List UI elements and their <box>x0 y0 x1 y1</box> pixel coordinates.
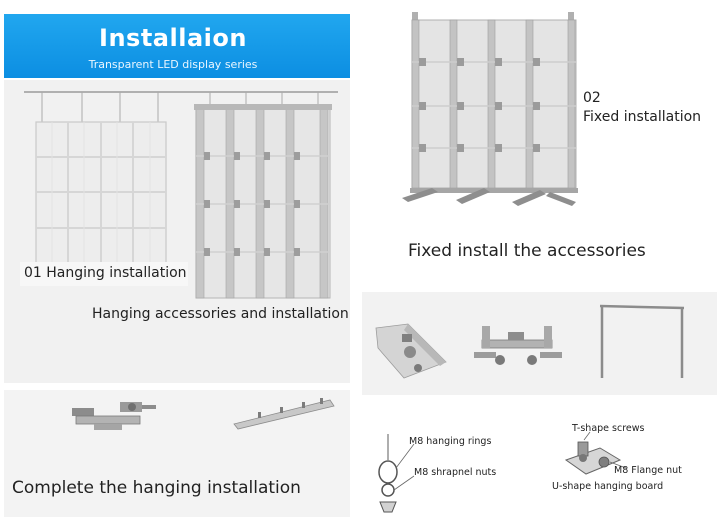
callout-shrapnel-nuts: M8 shrapnel nuts <box>414 467 497 478</box>
callout-t-shape-screws: T-shape screws <box>572 423 645 434</box>
hanging-installation-label: 01 Hanging installation <box>24 265 187 281</box>
hanging-accessories-label: Hanging accessories and installation <box>92 306 349 322</box>
u-bracket-image <box>474 326 562 365</box>
hanging-label-bg <box>20 262 188 286</box>
fixed-accessories-label: Fixed install the accessories <box>408 241 646 261</box>
callout-hanging-rings: M8 hanging rings <box>409 436 492 447</box>
header-banner <box>4 14 350 78</box>
hanging-clamp-image <box>72 402 156 430</box>
fixed-installation-number: 02 <box>583 90 601 106</box>
fixed-installation-illustration <box>402 12 578 206</box>
hanging-ring-image <box>378 434 415 513</box>
page-title: Installaion <box>99 24 247 52</box>
callout-u-shape-board: U-shape hanging board <box>552 481 664 492</box>
hanging-display-frame <box>194 104 332 299</box>
fixed-installation-label: Fixed installation <box>583 109 702 125</box>
u-shape-board-image <box>564 431 627 475</box>
fixed-frame-image <box>599 304 685 378</box>
hanging-display-grid <box>35 121 167 265</box>
corner-bracket-image <box>375 323 447 379</box>
hanging-bar-image <box>233 398 335 430</box>
callout-flange-nut: M8 Flange nut <box>614 465 682 476</box>
hanging-installation-illustration <box>24 91 338 299</box>
complete-hanging-label: Complete the hanging installation <box>12 478 301 498</box>
page-subtitle: Transparent LED display series <box>88 58 258 71</box>
